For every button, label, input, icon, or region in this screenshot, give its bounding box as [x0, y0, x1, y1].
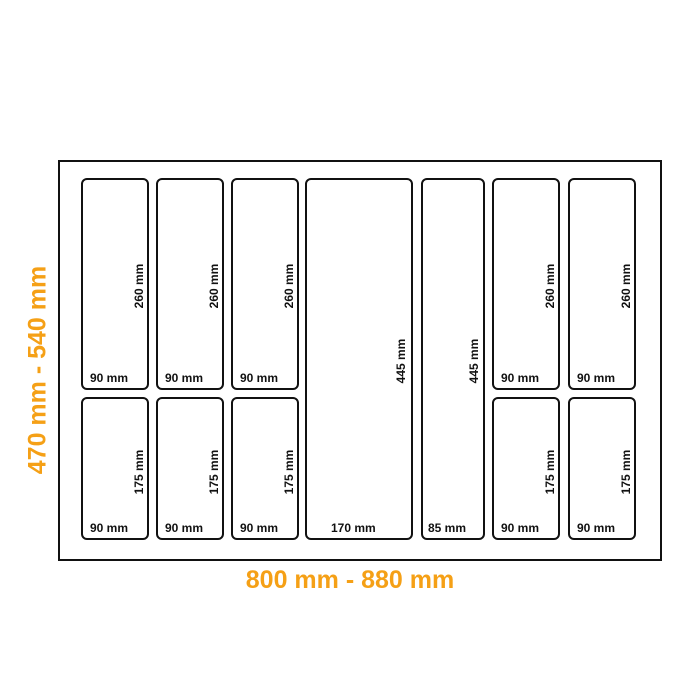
compartment-length-label: 175 mm [619, 449, 633, 495]
compartment-bottom-2: 90 mm 175 mm [156, 397, 224, 540]
compartment-top-1: 90 mm 260 mm [81, 178, 149, 390]
compartment-bottom-6: 90 mm 175 mm [492, 397, 560, 540]
overall-height-label: 470 mm - 540 mm [23, 265, 52, 475]
compartment-bottom-7: 90 mm 175 mm [568, 397, 636, 540]
compartment-width-label: 90 mm [165, 371, 204, 385]
compartment-top-6: 90 mm 260 mm [492, 178, 560, 390]
compartment-top-3: 90 mm 260 mm [231, 178, 299, 390]
compartment-length-label: 175 mm [282, 449, 296, 495]
compartment-top-7: 90 mm 260 mm [568, 178, 636, 390]
compartment-width-label: 85 mm [428, 521, 467, 535]
compartment-length-label: 445 mm [394, 338, 408, 384]
compartment-length-label: 260 mm [619, 263, 633, 309]
compartment-width-label: 170 mm [331, 521, 376, 535]
compartment-length-label: 175 mm [543, 449, 557, 495]
tray-outline [58, 160, 662, 561]
compartment-length-label: 175 mm [132, 449, 146, 495]
compartment-length-label: 445 mm [467, 338, 481, 384]
compartment-width-label: 90 mm [501, 521, 540, 535]
compartment-bottom-3: 90 mm 175 mm [231, 397, 299, 540]
compartment-length-label: 175 mm [207, 449, 221, 495]
compartment-top-2: 90 mm 260 mm [156, 178, 224, 390]
compartment-length-label: 260 mm [207, 263, 221, 309]
compartment-width-label: 90 mm [90, 521, 129, 535]
compartment-width-label: 90 mm [501, 371, 540, 385]
compartment-length-label: 260 mm [132, 263, 146, 309]
compartment-width-label: 90 mm [240, 371, 279, 385]
compartment-width-label: 90 mm [577, 521, 616, 535]
compartment-length-label: 260 mm [543, 263, 557, 309]
compartment-length-label: 260 mm [282, 263, 296, 309]
compartment-center-narrow: 85 mm 445 mm [421, 178, 485, 540]
compartment-width-label: 90 mm [90, 371, 129, 385]
compartment-width-label: 90 mm [165, 521, 204, 535]
compartment-bottom-1: 90 mm 175 mm [81, 397, 149, 540]
compartment-width-label: 90 mm [577, 371, 616, 385]
compartment-width-label: 90 mm [240, 521, 279, 535]
compartment-center-wide: 170 mm 445 mm [305, 178, 413, 540]
overall-width-label: 800 mm - 880 mm [245, 566, 455, 594]
